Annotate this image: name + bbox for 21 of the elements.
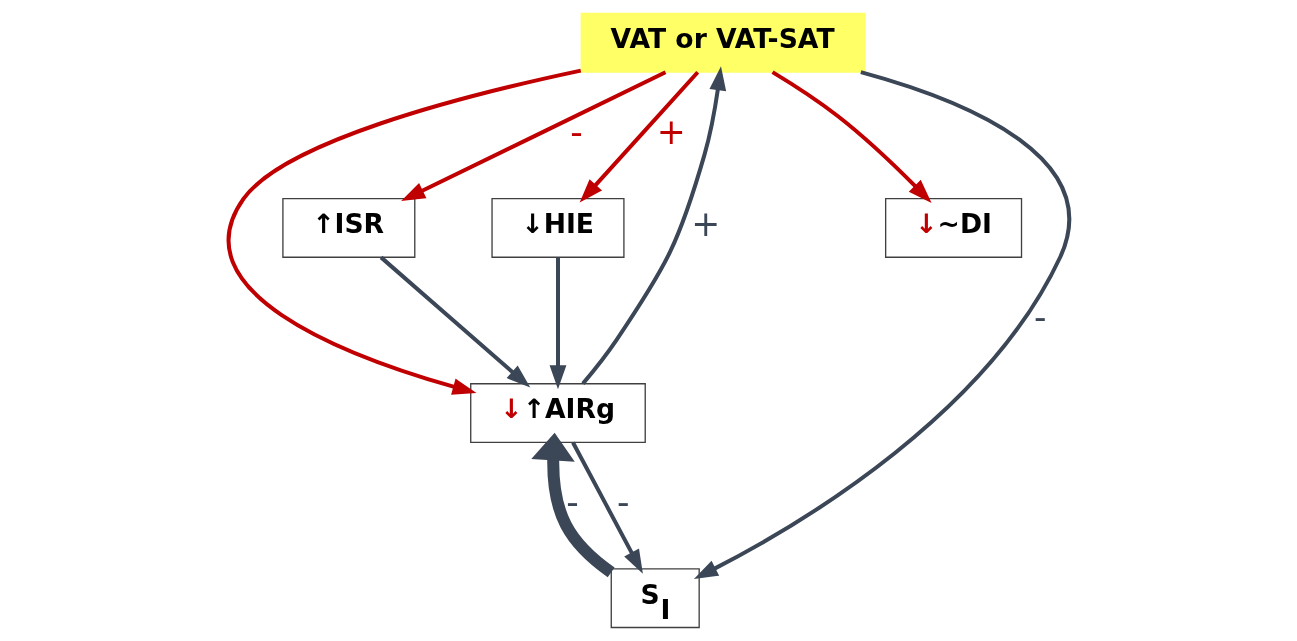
edge-label: + — [656, 111, 686, 152]
node-box: ↓HIE — [490, 197, 625, 258]
arrow — [400, 70, 666, 202]
node-box: VAT or VAT-SAT — [580, 12, 866, 73]
arrow — [379, 255, 530, 388]
arrow — [579, 70, 699, 203]
edge-label: - — [616, 482, 629, 523]
edge-label: - — [569, 111, 583, 152]
node-box: ↑ISR — [281, 197, 415, 258]
node-box: ↓↑AIRg — [469, 383, 646, 444]
arrow — [530, 432, 615, 578]
edge-label: + — [690, 204, 720, 245]
arrow — [226, 68, 581, 395]
arrow — [549, 257, 566, 390]
node-box: ↓~DI — [884, 197, 1022, 258]
arrow — [570, 441, 643, 574]
edge-label: - — [565, 482, 579, 523]
arrow — [771, 70, 932, 203]
arrow — [580, 66, 726, 385]
edge-label: - — [1033, 296, 1046, 337]
arrow — [693, 70, 1071, 580]
